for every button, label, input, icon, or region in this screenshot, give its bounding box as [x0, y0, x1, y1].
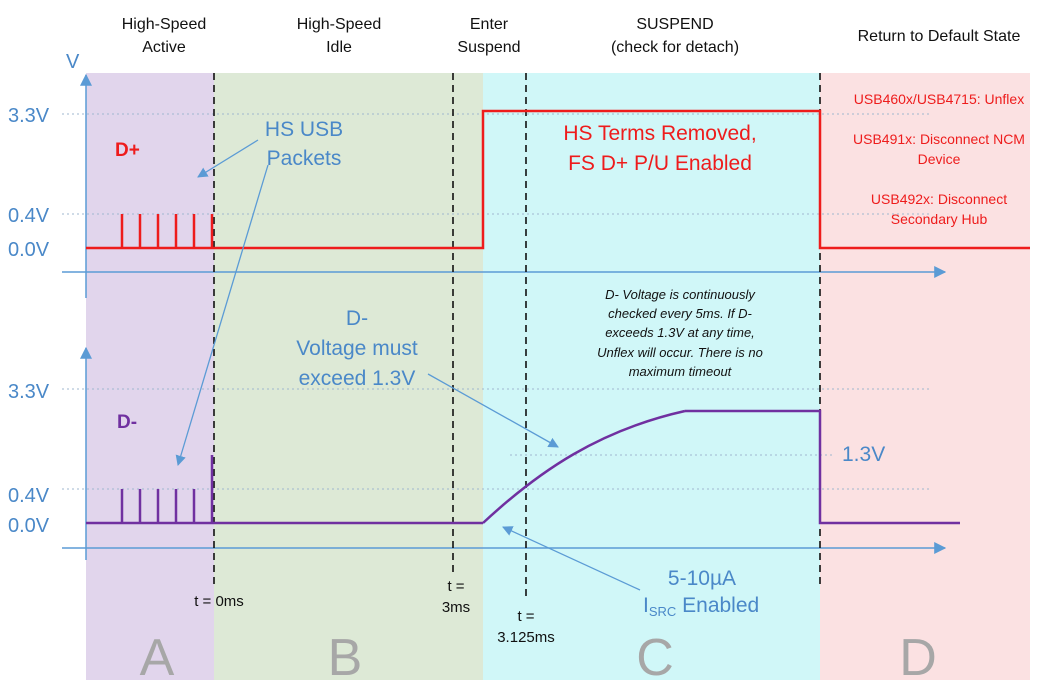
reference-gridlines [62, 113, 930, 490]
header-a-line2: Active [142, 39, 186, 56]
dplus-label: D+ [115, 140, 140, 161]
top-3v3-label: 3.3V [8, 105, 50, 127]
region-letter-a: A [140, 629, 175, 680]
hs-terms-line1: HS Terms Removed, [563, 122, 756, 145]
dminus-waveform [86, 409, 960, 525]
usb460x-note: USB460x/USB4715: Unflex [854, 91, 1024, 107]
t3125-label-line2: 3.125ms [497, 629, 555, 646]
t0-label: t = 0ms [194, 593, 244, 610]
region-b-band [214, 73, 483, 680]
isrc-current-label: 5-10µA [668, 567, 736, 590]
header-b-line1: High-Speed [297, 16, 382, 33]
header-c-line2: (check for detach) [611, 39, 739, 56]
detach-note-line2: checked every 5ms. If D- [608, 306, 752, 321]
bottom-0v4-label: 0.4V [8, 485, 50, 507]
isrc-enabled-label: ISRC Enabled [643, 594, 759, 619]
header-d: Return to Default State [858, 28, 1021, 45]
dminus-note-line2: Voltage must [296, 337, 418, 360]
header-a-line1: High-Speed [122, 16, 207, 33]
region-c-band [483, 73, 820, 680]
region-letter-d: D [899, 629, 937, 680]
dminus-note-arrow [427, 373, 559, 448]
dminus-note-line1: D- [346, 307, 368, 330]
detach-note-line4: Unflex will occur. There is no [597, 345, 763, 360]
header-enter-line1: Enter [470, 16, 509, 33]
dminus-label: D- [117, 412, 137, 433]
bottom-0v0-label: 0.0V [8, 515, 50, 537]
hs-packets-label-line1: HS USB [265, 118, 343, 141]
hs-terms-line2: FS D+ P/U Enabled [568, 152, 752, 175]
detach-note-line5: maximum timeout [629, 364, 733, 379]
header-c-line1: SUSPEND [636, 16, 713, 33]
detach-note-line1: D- Voltage is continuously [605, 287, 756, 302]
isrc-arrow [502, 526, 641, 591]
t3-label-line2: 3ms [442, 599, 470, 616]
dminus-note-line3: exceed 1.3V [299, 367, 416, 390]
region-letter-b: B [328, 629, 363, 680]
t3-label-line1: t = [447, 578, 464, 595]
threshold-label: 1.3V [842, 443, 885, 466]
usb492x-note-line1: USB492x: Disconnect [871, 191, 1007, 207]
detach-note-line3: exceeds 1.3V at any time, [605, 325, 755, 340]
header-b-line2: Idle [326, 39, 352, 56]
region-letter-c: C [636, 629, 674, 680]
top-0v4-label: 0.4V [8, 205, 50, 227]
axes [62, 73, 947, 560]
bottom-3v3-label: 3.3V [8, 381, 50, 403]
top-0v0-label: 0.0V [8, 239, 50, 261]
hs-packets-label-line2: Packets [267, 147, 342, 170]
region-d-band [820, 73, 1030, 680]
t3125-label-line1: t = [517, 608, 534, 625]
v-axis-label: V [66, 51, 80, 73]
dplus-waveform [86, 109, 1030, 250]
header-enter-line2: Suspend [457, 39, 520, 56]
region-a-band [86, 73, 214, 680]
usb491x-note-line2: Device [918, 151, 961, 167]
hs-packets-arrows [175, 139, 269, 466]
usb491x-note-line1: USB491x: Disconnect NCM [853, 131, 1025, 147]
usb492x-note-line2: Secondary Hub [891, 211, 988, 227]
